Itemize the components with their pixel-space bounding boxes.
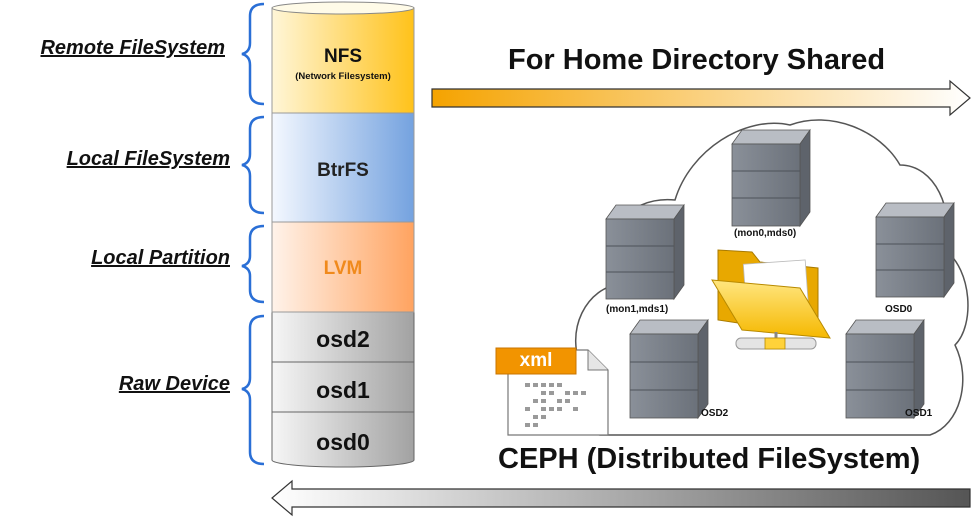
xml-badge-text: xml — [519, 350, 553, 371]
osd2-layer — [271, 311, 415, 363]
xml-document-icon — [495, 347, 609, 436]
shared-folder-icon — [711, 249, 831, 350]
btrfs-title: BtrFS — [317, 160, 369, 181]
home-directory-heading: For Home Directory Shared — [508, 44, 886, 76]
btrfs-layer — [271, 112, 415, 223]
server-label-osd0: OSD0 — [885, 304, 913, 315]
server-osd1 — [845, 318, 925, 420]
osd1-layer — [271, 361, 415, 413]
stack-top — [271, 1, 415, 15]
arrow-right — [431, 79, 971, 117]
server-osd2 — [629, 318, 709, 420]
bracket-raw-device — [241, 314, 265, 466]
label-raw-device: Raw Device — [118, 373, 230, 395]
osd2-title: osd2 — [316, 326, 370, 352]
lvm-title: LVM — [323, 258, 363, 279]
osd1-title: osd1 — [316, 377, 370, 403]
osd0-title: osd0 — [316, 429, 370, 455]
server-mon1 — [605, 203, 685, 301]
server-osd0 — [875, 201, 955, 299]
server-label-osd1: OSD1 — [905, 408, 933, 419]
label-local-filesystem: Local FileSystem — [66, 148, 230, 170]
osd0-layer — [271, 411, 415, 468]
lvm-layer — [271, 221, 415, 313]
nfs-subtitle: (Network Filesystem) — [295, 71, 391, 82]
server-mon0 — [731, 128, 811, 228]
ceph-heading: CEPH (Distributed FileSystem) — [498, 443, 921, 475]
server-label-osd2: OSD2 — [701, 408, 729, 419]
nfs-title: NFS — [324, 46, 362, 67]
label-remote-filesystem: Remote FileSystem — [40, 37, 225, 59]
bracket-local-fs — [241, 115, 265, 215]
server-label-mon1: (mon1,mds1) — [606, 304, 669, 315]
bracket-remote — [241, 2, 265, 106]
label-local-partition: Local Partition — [91, 247, 230, 269]
bracket-local-partition — [241, 224, 265, 304]
arrow-left — [271, 479, 971, 517]
server-label-mon0: (mon0,mds0) — [734, 228, 797, 239]
filesystem-stack — [271, 1, 415, 468]
nfs-layer — [271, 7, 415, 114]
brackets — [241, 2, 265, 466]
